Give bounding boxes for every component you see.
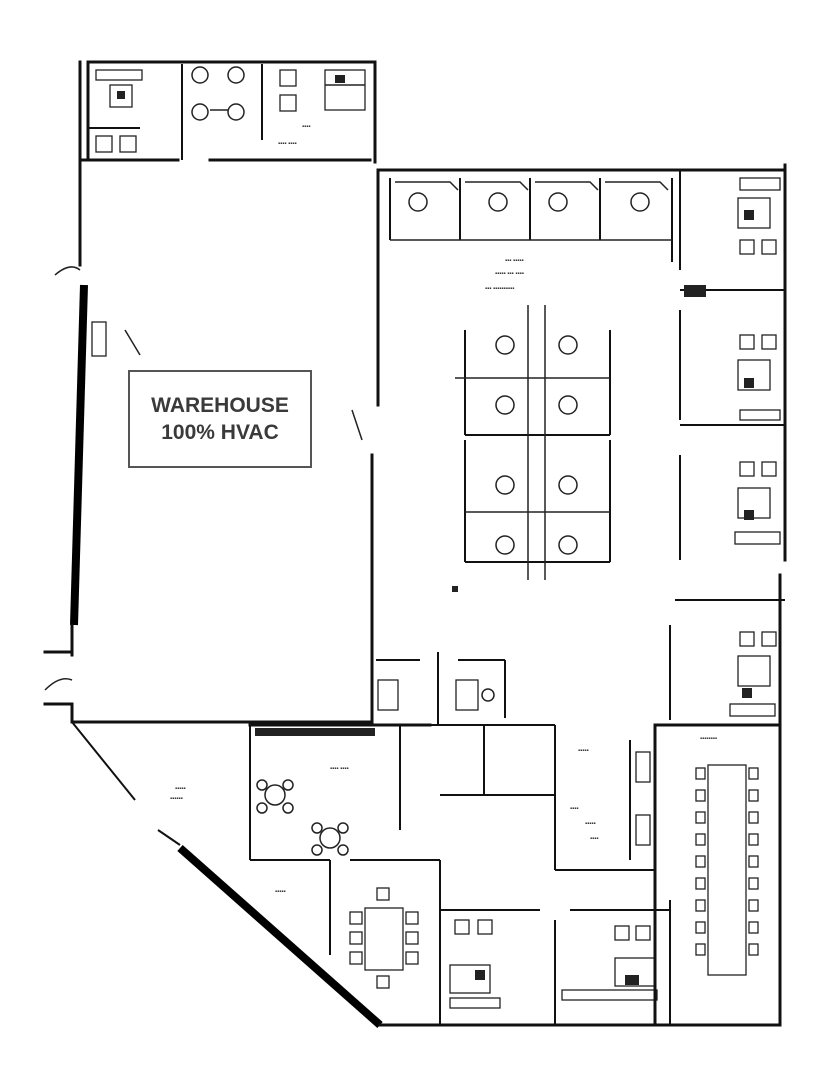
svg-text:▪▪▪▪▪▪: ▪▪▪▪▪▪ <box>170 796 183 802</box>
outer-walls <box>43 60 787 1028</box>
top-left-offices: ▪▪▪▪ ▪▪▪▪ ▪▪▪▪ <box>88 64 366 160</box>
svg-text:▪▪▪▪: ▪▪▪▪ <box>570 806 579 812</box>
right-offices <box>669 170 785 720</box>
mid-utility-rooms <box>376 652 556 870</box>
svg-text:▪▪▪ ▪▪▪▪▪▪▪▪▪▪: ▪▪▪ ▪▪▪▪▪▪▪▪▪▪ <box>485 286 514 292</box>
open-central-area: ▪▪▪▪▪ ▪▪▪▪ ▪▪▪▪▪ ▪▪▪▪ <box>555 740 655 871</box>
svg-text:▪▪▪▪▪: ▪▪▪▪▪ <box>175 786 186 792</box>
svg-text:▪▪▪▪: ▪▪▪▪ <box>302 124 311 130</box>
central-cubicles <box>452 305 611 592</box>
svg-text:▪▪▪▪ ▪▪▪▪: ▪▪▪▪ ▪▪▪▪ <box>278 141 297 147</box>
warehouse-label: WAREHOUSE 100% HVAC <box>128 370 312 468</box>
top-workstations: ▪▪▪ ▪▪▪▪▪ ▪▪▪▪▪ ▪▪▪ ▪▪▪▪ ▪▪▪ ▪▪▪▪▪▪▪▪▪▪ <box>389 178 673 292</box>
svg-text:▪▪▪▪▪: ▪▪▪▪▪ <box>275 889 286 895</box>
svg-text:▪▪▪▪ ▪▪▪▪: ▪▪▪▪ ▪▪▪▪ <box>330 766 349 772</box>
svg-text:▪▪▪▪▪: ▪▪▪▪▪ <box>585 821 596 827</box>
svg-text:▪▪▪▪▪ ▪▪▪ ▪▪▪▪: ▪▪▪▪▪ ▪▪▪ ▪▪▪▪ <box>495 271 524 277</box>
break-room: ▪▪▪▪ ▪▪▪▪ ▪▪▪▪▪ ▪▪▪▪▪▪ <box>170 725 440 861</box>
svg-text:▪▪▪▪: ▪▪▪▪ <box>590 836 599 842</box>
svg-text:▪▪▪▪▪▪▪▪: ▪▪▪▪▪▪▪▪ <box>700 736 717 742</box>
small-conference: ▪▪▪▪▪ <box>275 860 441 1025</box>
warehouse-label-line1: WAREHOUSE <box>151 394 289 417</box>
large-conference: ▪▪▪▪▪▪▪▪ <box>653 723 782 1027</box>
svg-text:▪▪▪ ▪▪▪▪▪: ▪▪▪ ▪▪▪▪▪ <box>505 258 524 264</box>
bottom-offices <box>440 900 671 1025</box>
warehouse-doors <box>44 266 363 691</box>
warehouse-label-line2: 100% HVAC <box>161 421 279 444</box>
svg-text:▪▪▪▪▪: ▪▪▪▪▪ <box>578 748 589 754</box>
